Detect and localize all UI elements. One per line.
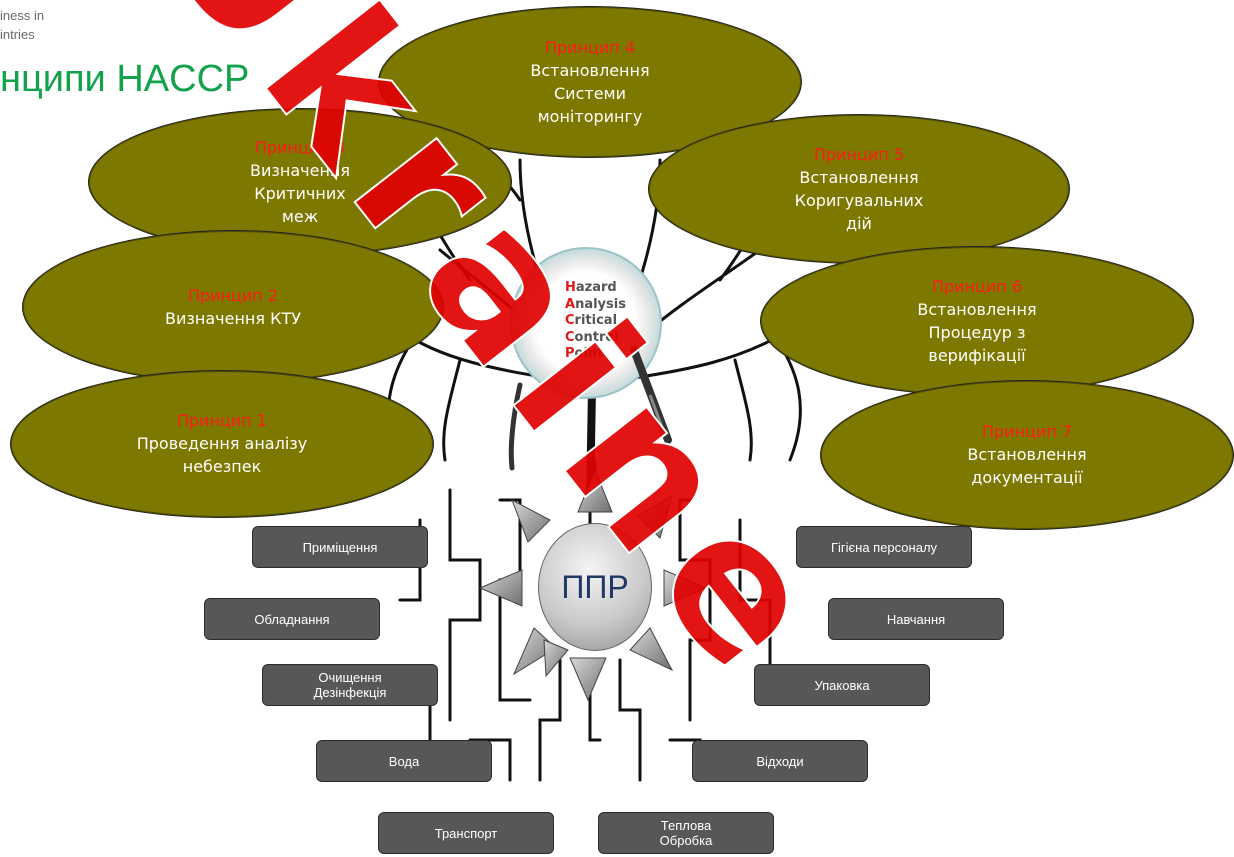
acronym-line-critical: Critical xyxy=(565,313,618,328)
principle-1: Принцип 1 Проведення аналізу небезпек xyxy=(10,370,434,518)
prp-waste: Відходи xyxy=(692,740,868,782)
acronym-line-point: Point xyxy=(565,346,604,361)
acronym-line-analysis: Analysis xyxy=(565,296,626,312)
prp-water: Вода xyxy=(316,740,492,782)
arrow-right-icon xyxy=(663,569,708,607)
principle-7: Принцип 7 Встановлення документації xyxy=(820,380,1234,530)
prp-personnel-hygiene: Гігієна персоналу xyxy=(796,526,972,568)
principle-2: Принцип 2 Визначення КТУ xyxy=(22,230,444,384)
arrow-up-icon xyxy=(577,468,613,513)
header-line-1: iness in xyxy=(0,8,45,23)
principle-5: Принцип 5 Встановлення Коригувальних дій xyxy=(648,114,1070,264)
arrow-down-icon xyxy=(569,657,607,702)
haccp-acronym: Hazard Analysis Critical Control Point xyxy=(565,280,626,363)
principle-6: Принцип 6 Встановлення Процедур з верифі… xyxy=(760,246,1194,396)
arrow-upper-right-icon xyxy=(637,494,673,539)
acronym-line-control: Control xyxy=(565,329,619,345)
prp-cleaning: Очищення Дезінфекція xyxy=(262,664,438,706)
acronym-line-hazard: Hazard xyxy=(565,280,617,295)
arrow-left-icon xyxy=(478,569,523,607)
prp-equipment: Обладнання xyxy=(204,598,380,640)
prp-premises: Приміщення xyxy=(252,526,428,568)
prp-transport: Транспорт xyxy=(378,812,554,854)
prp-heat-treatment: Теплова Обробка xyxy=(598,812,774,854)
prp-packaging: Упаковка xyxy=(754,664,930,706)
principle-3: Принцип 3 Визначення Критичних меж xyxy=(88,108,512,256)
arrow-upper-left-icon xyxy=(511,498,551,543)
prp-training: Навчання xyxy=(828,598,1004,640)
arrow-down-left-small-icon xyxy=(543,639,569,678)
arrow-lower-left-icon xyxy=(512,627,557,676)
page-title: нципи HACCP xyxy=(0,58,250,100)
prp-hub: ППР xyxy=(538,523,652,651)
arrow-lower-right-icon xyxy=(629,627,674,672)
header-line-2: intries xyxy=(0,27,35,42)
